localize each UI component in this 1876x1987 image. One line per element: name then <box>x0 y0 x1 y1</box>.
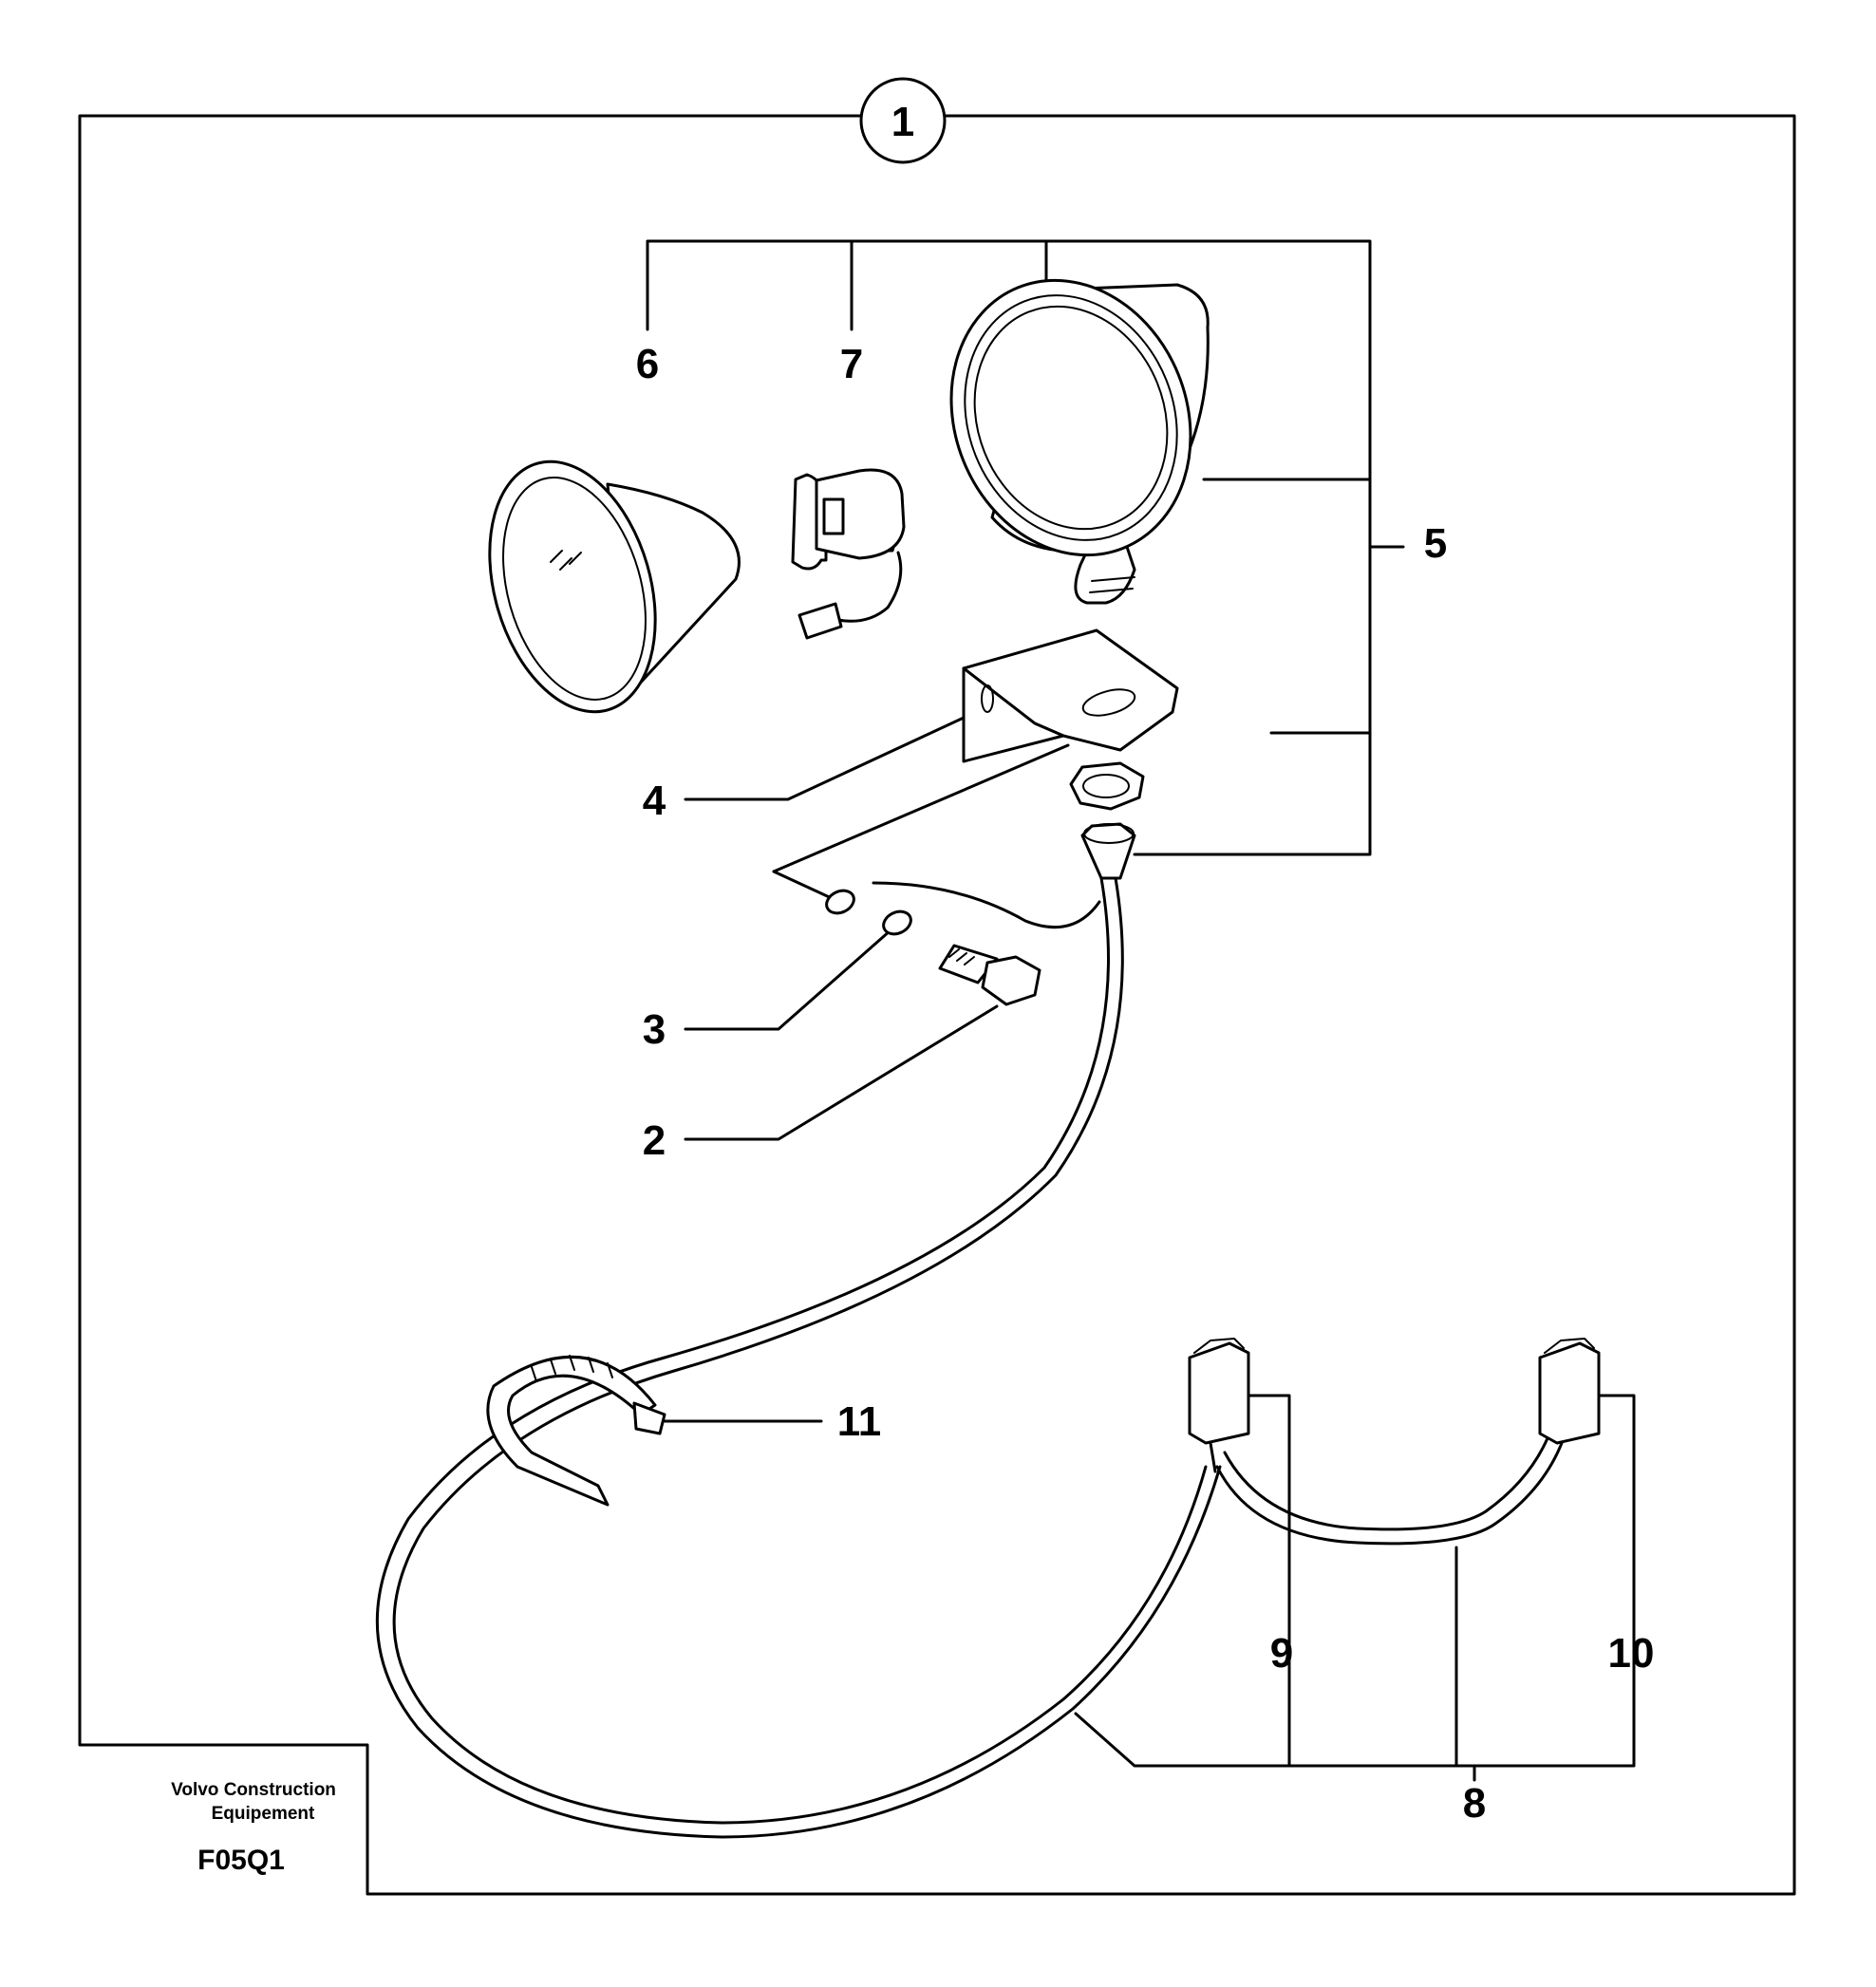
callout-line-3 <box>684 928 892 1031</box>
callout-8: 8 <box>1463 1780 1486 1827</box>
callout-2: 2 <box>643 1117 666 1164</box>
callout-10: 10 <box>1608 1630 1655 1677</box>
callout-6: 6 <box>636 341 659 387</box>
callout-9: 9 <box>1270 1630 1293 1677</box>
callout-4: 4 <box>643 778 666 824</box>
top-bracket-line <box>646 239 1372 636</box>
branch-cable-inner <box>1223 1436 1549 1531</box>
figure-code: F05Q1 <box>197 1845 285 1876</box>
assembly-callout: 1 <box>859 77 947 164</box>
grommet-part <box>1080 822 1136 880</box>
part-8-bracket-line <box>1074 1394 1636 1782</box>
cable-tie-part <box>486 1355 666 1507</box>
ground-wire-part <box>772 743 1101 936</box>
lamp-housing-part <box>949 278 1210 605</box>
maker-line-2: Equipement <box>212 1804 315 1824</box>
connector-part-10 <box>1538 1338 1601 1445</box>
svg-text:1: 1 <box>891 99 914 145</box>
maker-line-1: Volvo Construction <box>171 1780 336 1800</box>
main-cable-inner <box>392 876 1208 1825</box>
branch-cable <box>1215 1441 1564 1546</box>
callout-line-2 <box>684 1004 999 1141</box>
assembly-frame <box>78 114 1796 1896</box>
main-cable <box>375 876 1222 1839</box>
callout-5: 5 <box>1424 520 1447 567</box>
mounting-bracket-part <box>962 628 1179 763</box>
callout-11: 11 <box>837 1398 882 1445</box>
nut-part <box>1069 761 1145 811</box>
callout-3: 3 <box>643 1006 666 1053</box>
callout-7: 7 <box>840 341 863 387</box>
connector-part-9 <box>1188 1338 1250 1473</box>
callout-line-4 <box>684 716 966 801</box>
bolt-part <box>938 944 1041 1006</box>
part-5-bracket-line <box>1133 478 1405 856</box>
bulb-part <box>791 468 906 640</box>
lens-cone-part <box>488 459 741 714</box>
